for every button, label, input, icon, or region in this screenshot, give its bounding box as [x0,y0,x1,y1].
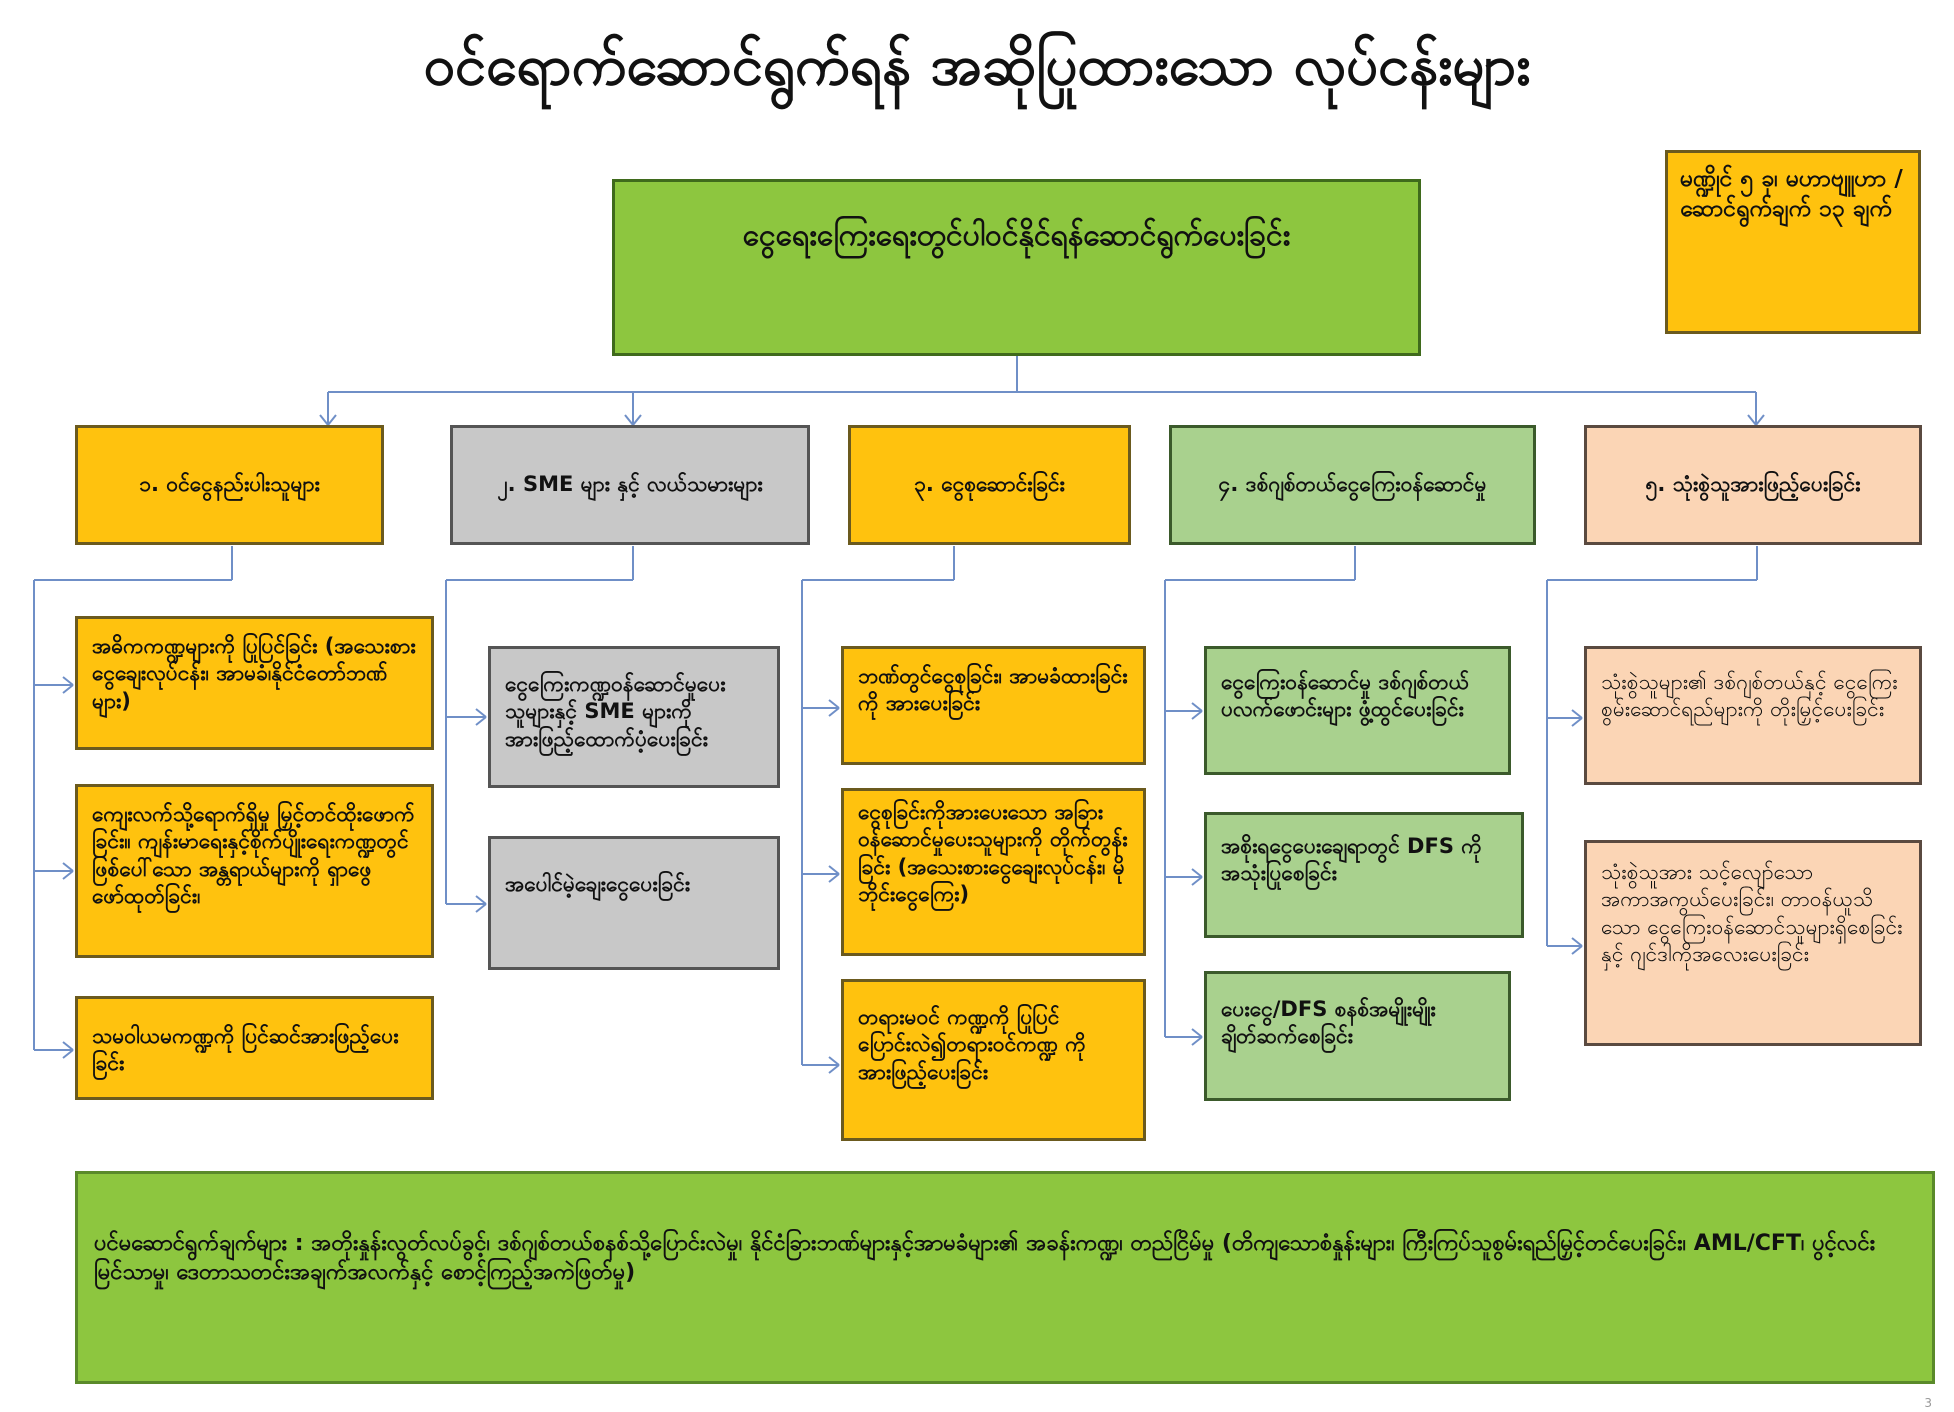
note-box: မဏ္ဍိုင် ၅ ခု၊ မဟာဗျူဟာ / ဆောင်ရွက်ချက် … [1665,150,1921,334]
action-text: သမဝါယမကဏ္ဍကို ပြင်ဆင်အားဖြည့်ပေးခြင်း [92,1024,399,1076]
main-goal-text: ငွေရေးကြေးရေးတွင်ပါဝင်နိုင်ရန်ဆောင်ရွက်ပ… [742,218,1291,253]
pillar-label: ၃. ငွေစုဆောင်းခြင်း [914,472,1065,497]
connector-line [475,708,487,718]
action-item: ပေးငွေ/DFS စနစ်အမျိုးမျိုးချိတ်ဆက်စေခြင်… [1204,971,1511,1101]
connector-line [1747,414,1757,426]
connector-line [62,862,74,872]
connector-line [1571,709,1583,719]
action-item: အပေါင်မဲ့ချေးငွေပေးခြင်း [488,836,780,970]
connector-line [475,895,487,905]
action-text: ပေးငွေ/DFS စနစ်အမျိုးမျိုးချိတ်ဆက်စေခြင်… [1221,997,1436,1049]
action-text: ဘဏ်တွင်ငွေစုခြင်း၊ အာမခံထားခြင်းကို အားပ… [858,664,1128,716]
action-text: သုံးစွဲသူအား သင့်လျော်သော အကာအကွယ်ပေးခြင… [1601,860,1903,966]
pillar-5: ၅. သုံးစွဲသူအားဖြည့်ပေးခြင်း [1584,425,1922,545]
pillar-label: ၅. သုံးစွဲသူအားဖြည့်ပေးခြင်း [1645,472,1861,497]
connector-line [62,1041,74,1051]
action-item: သုံးစွဲသူများ၏ ဒစ်ဂျစ်တယ်နှင့် ငွေကြေးစွ… [1584,646,1922,785]
action-item: ဘဏ်တွင်ငွေစုခြင်း၊ အာမခံထားခြင်းကို အားပ… [841,646,1146,765]
action-item: ငွေကြေးကဏ္ဍဝန်ဆောင်မှုပေးသူများနှင့် SME… [488,646,780,788]
connector-line [62,870,74,880]
action-item: ငွေစုခြင်းကိုအားပေးသော အခြားဝန်ဆောင်မှုပ… [841,788,1146,956]
action-item: တရားမဝင် ကဏ္ဍကို ပြုပြင်ပြောင်းလဲ၍တရားဝင… [841,979,1146,1141]
action-item: ငွေကြေးဝန်ဆောင်မှု ဒစ်ဂျစ်တယ်ပလက်ဖောင်းမ… [1204,646,1511,775]
action-text: ငွေကြေးဝန်ဆောင်မှု ဒစ်ဂျစ်တယ်ပလက်ဖောင်းမ… [1221,670,1470,722]
connector-line [1571,937,1583,947]
connector-line [327,414,337,426]
connector-line [828,865,840,875]
page-number: 3 [1924,1396,1932,1410]
connector-line [828,699,840,709]
connector-line [475,903,487,913]
connector-line [1191,876,1203,886]
action-item: အဓိကကဏ္ဍများကို ပြုပြင်ခြင်း (အသေးစားငွေ… [75,616,434,750]
pillar-2: ၂. SME များ နှင့် လယ်သမားများ [450,425,810,545]
action-text: ကျေးလက်သို့ရောက်ရှိမှု မြှင့်တင်ထိုးဖောက… [92,802,415,908]
connector-line [1571,717,1583,727]
pillar-label: ၂. SME များ နှင့် လယ်သမားများ [497,472,763,497]
action-item: သုံးစွဲသူအား သင့်လျော်သော အကာအကွယ်ပေးခြင… [1584,840,1922,1046]
foundation-text: ပင်မဆောင်ရွက်ချက်များ : အတိုးနှုန်းလွတ်လ… [94,1231,1876,1285]
connector-line [62,684,74,694]
connector-line [828,1064,840,1074]
connector-line [62,676,74,686]
connector-line [632,414,642,426]
pillar-1: ၁. ဝင်ငွေနည်းပါးသူများ [75,425,384,545]
action-text: အဓိကကဏ္ဍများကို ပြုပြင်ခြင်း (အသေးစားငွေ… [92,634,416,713]
connector-line [319,414,329,426]
pillar-label: ၁. ဝင်ငွေနည်းပါးသူများ [139,472,320,497]
connector-line [1191,710,1203,720]
action-text: ငွေစုခြင်းကိုအားပေးသော အခြားဝန်ဆောင်မှုပ… [858,800,1128,906]
connector-line [1191,1028,1203,1038]
connector-line [1191,702,1203,712]
foundation-box: ပင်မဆောင်ရွက်ချက်များ : အတိုးနှုန်းလွတ်လ… [75,1171,1935,1384]
connector-line [828,1056,840,1066]
connector-line [828,873,840,883]
connector-line [1755,414,1765,426]
pillar-3: ၃. ငွေစုဆောင်းခြင်း [848,425,1131,545]
action-item: ကျေးလက်သို့ရောက်ရှိမှု မြှင့်တင်ထိုးဖောက… [75,784,434,958]
connector-line [475,716,487,726]
action-text: သုံးစွဲသူများ၏ ဒစ်ဂျစ်တယ်နှင့် ငွေကြေးစွ… [1601,670,1898,722]
action-item: အစိုးရငွေပေးချေရာတွင် DFS ကို အသုံးပြုစေ… [1204,812,1524,938]
main-goal-box: ငွေရေးကြေးရေးတွင်ပါဝင်နိုင်ရန်ဆောင်ရွက်ပ… [612,179,1421,356]
pillar-label: ၄. ဒစ်ဂျစ်တယ်ငွေကြေးဝန်ဆောင်မှု [1218,472,1487,497]
action-text: အစိုးရငွေပေးချေရာတွင် DFS ကို အသုံးပြုစေ… [1221,834,1482,886]
connector-line [624,414,634,426]
page-title: ဝင်ရောက်ဆောင်ရွက်ရန် အဆိုပြုထားသော လုပ်င… [423,33,1531,98]
action-item: သမဝါယမကဏ္ဍကို ပြင်ဆင်အားဖြည့်ပေးခြင်း [75,996,434,1100]
connector-line [62,1049,74,1059]
connector-line [1571,945,1583,955]
note-text: မဏ္ဍိုင် ၅ ခု၊ မဟာဗျူဟာ / ဆောင်ရွက်ချက် … [1680,166,1903,222]
connector-line [1191,1036,1203,1046]
action-text: ငွေကြေးကဏ္ဍဝန်ဆောင်မှုပေးသူများနှင့် SME… [505,672,726,751]
action-text: အပေါင်မဲ့ချေးငွေပေးခြင်း [505,872,691,896]
pillar-4: ၄. ဒစ်ဂျစ်တယ်ငွေကြေးဝန်ဆောင်မှု [1169,425,1536,545]
connector-line [1191,868,1203,878]
connector-line [828,707,840,717]
action-text: တရားမဝင် ကဏ္ဍကို ပြုပြင်ပြောင်းလဲ၍တရားဝင… [858,1005,1086,1084]
